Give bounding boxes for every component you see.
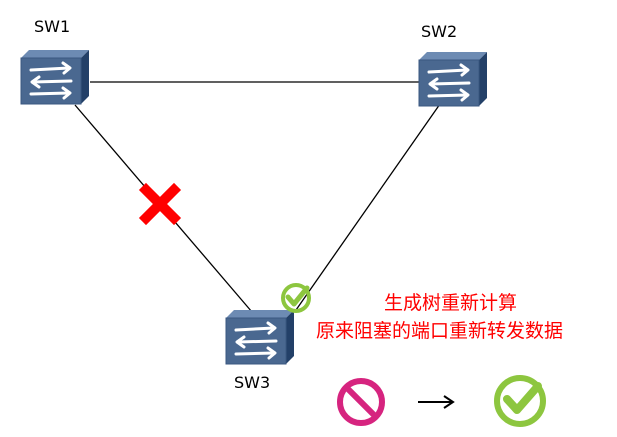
switch-sw2-label: SW2 [421, 22, 458, 41]
switch-sw2-icon[interactable] [417, 50, 489, 108]
blocked-icon [337, 378, 385, 426]
switch-sw3-icon[interactable] [224, 308, 296, 366]
check-icon [494, 375, 546, 427]
link-sw2-sw3 [295, 103, 441, 311]
switch-sw1-label: SW1 [34, 17, 71, 36]
switch-sw3-label: SW3 [234, 373, 271, 392]
link-failure-x-icon [138, 182, 182, 226]
switch-sw1-icon[interactable] [19, 48, 91, 106]
annotation-line-2: 原来阻塞的端口重新转发数据 [316, 320, 564, 342]
port-forwarding-check-icon [281, 283, 311, 313]
annotation-line-1: 生成树重新计算 [384, 292, 518, 314]
transition-arrow-icon [418, 395, 455, 409]
